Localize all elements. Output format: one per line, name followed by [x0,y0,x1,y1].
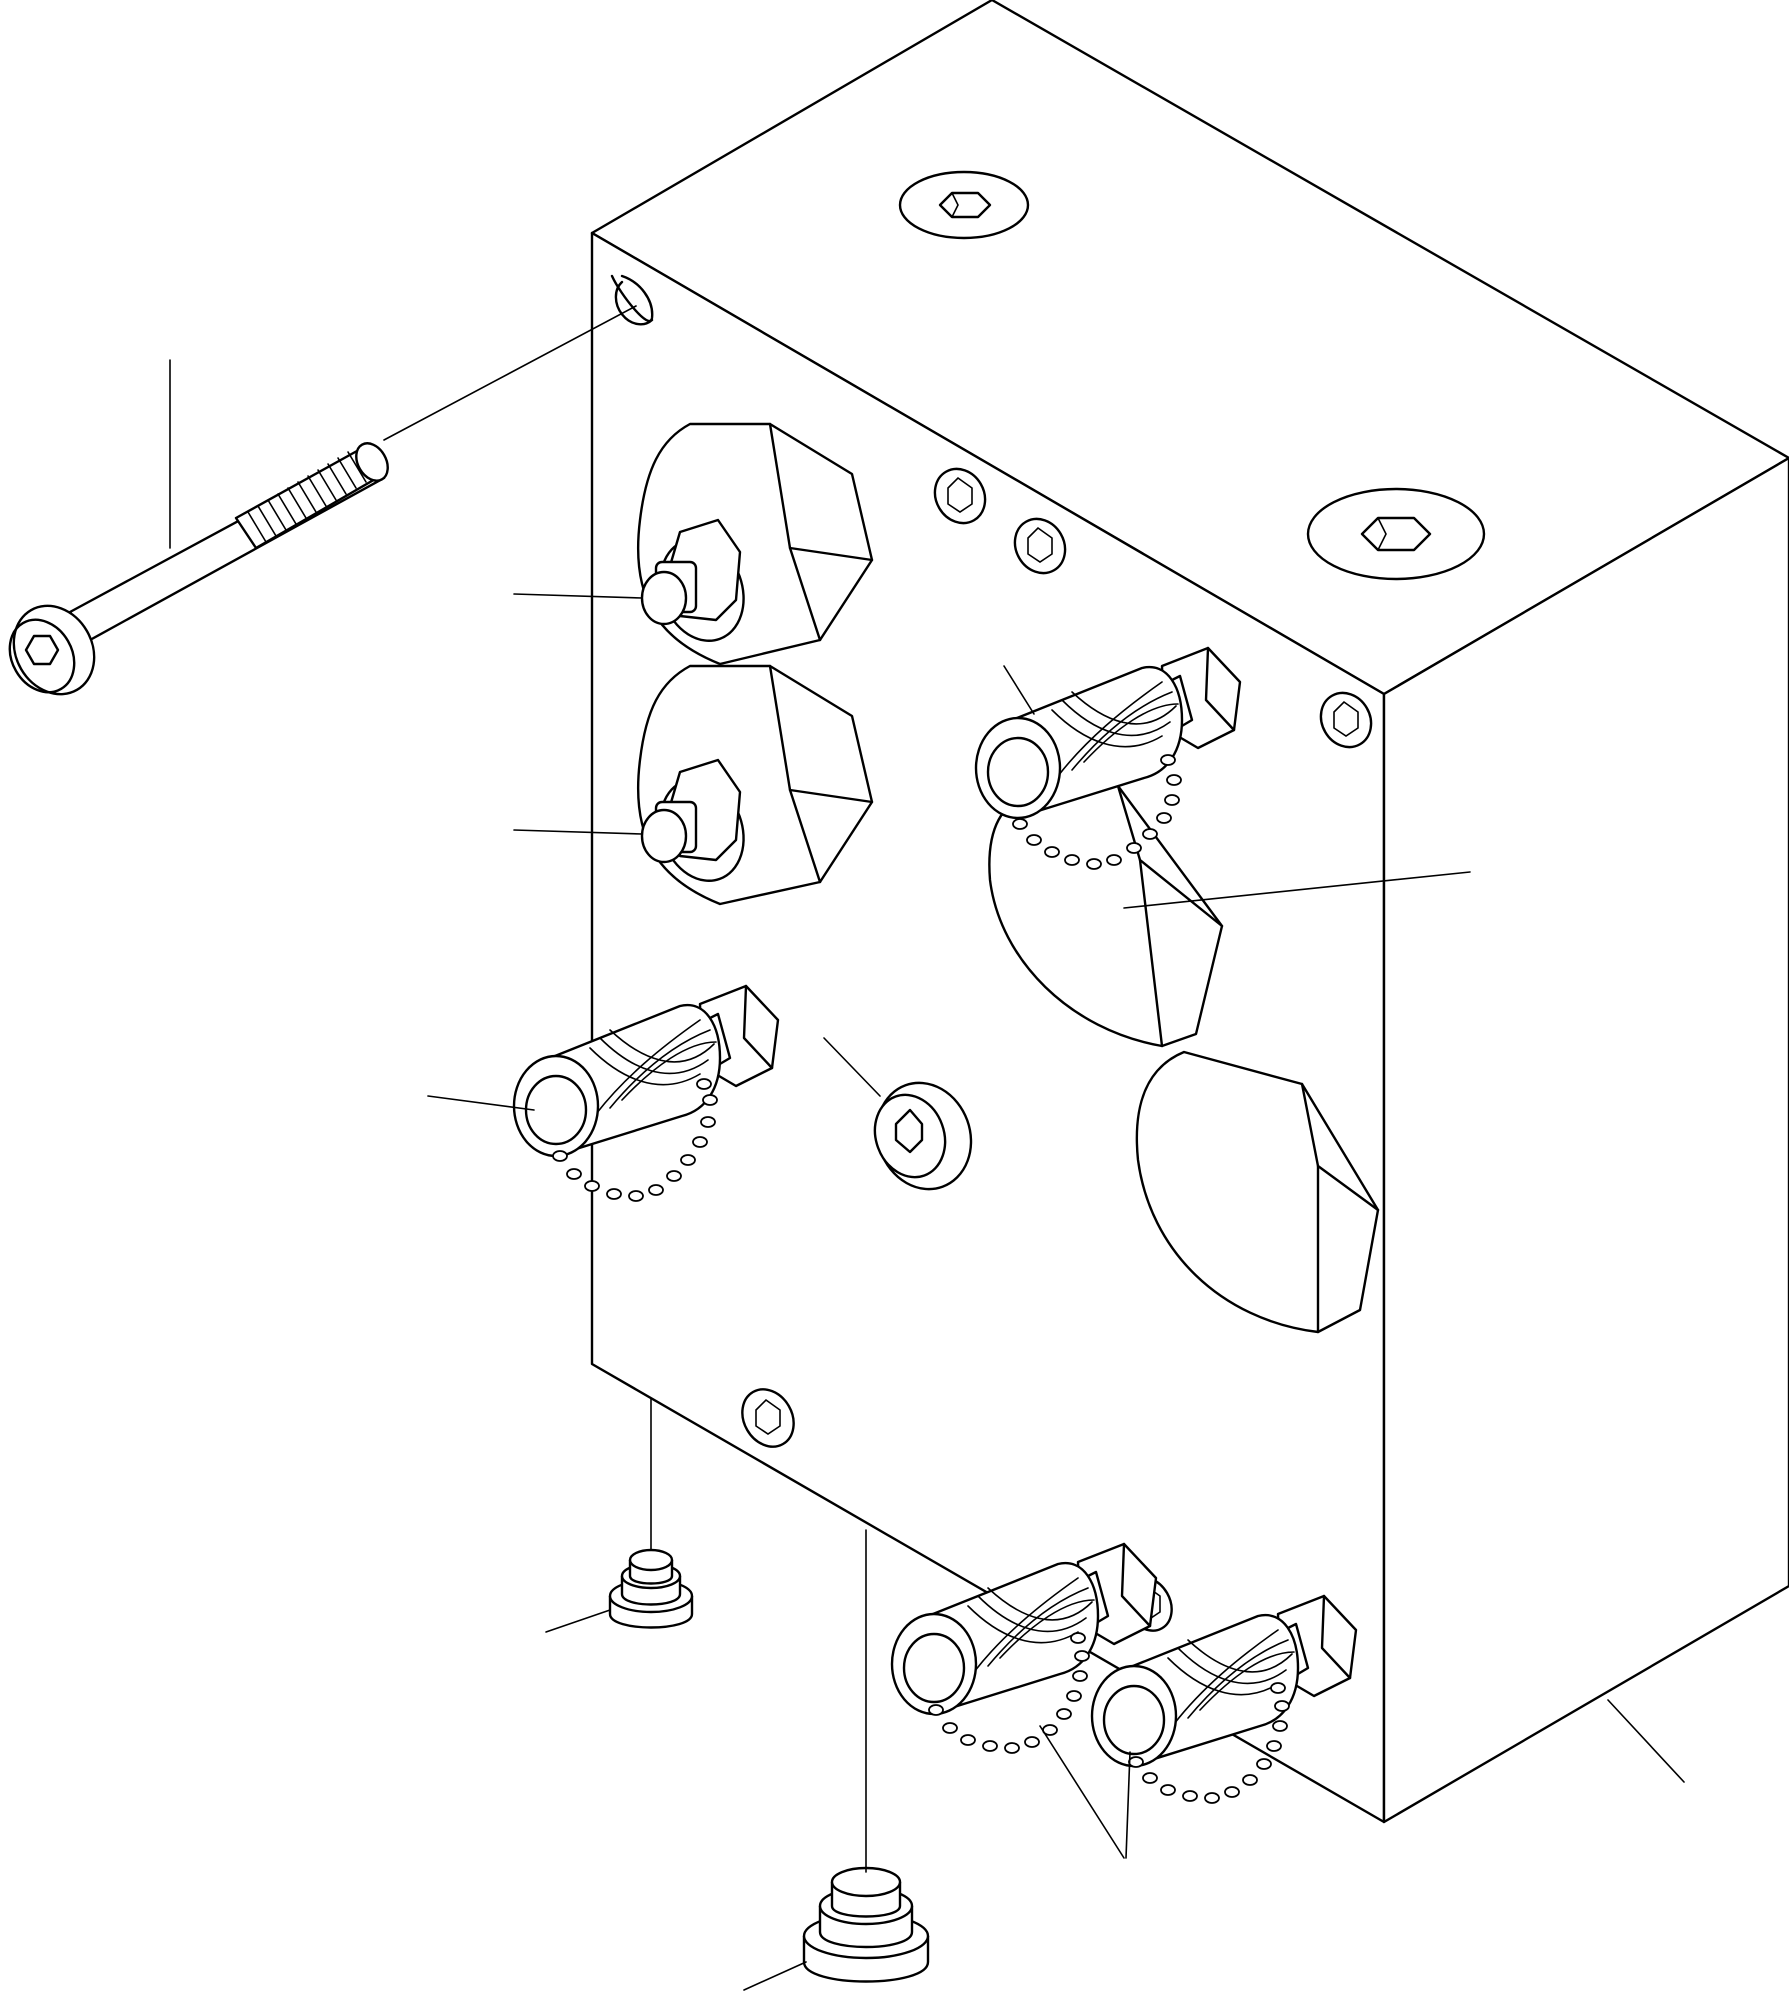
socket-hole-mid-2 [1013,517,1067,575]
socket-hole-right [1319,691,1373,749]
block-side-face [1382,456,1789,1824]
mounting-bolt [8,305,637,696]
upper-fitting [636,422,874,666]
o-ring-plug-small [608,1548,694,1629]
leader-lower-fitting [513,829,643,835]
socket-hole-mid-1 [933,467,987,525]
top-socket-plug-1 [898,170,1030,240]
leader-o-ring-large [743,1961,807,1991]
o-ring-plug-large [802,1866,930,1983]
leader-upper-coupler [1003,665,1035,715]
hex-plug-lower [1135,1050,1380,1334]
socket-hole-bottom [741,1388,795,1448]
leader-middle-coupler [427,1095,535,1111]
leader-o-ring-small [545,1609,611,1633]
leader-block [1607,1699,1685,1783]
leader-center-plug [823,1037,881,1097]
leader-bottom-couplers-a [1039,1725,1125,1859]
bolt-head [8,604,96,696]
socket-hole-top-left [610,274,654,326]
bolt-threads [247,451,367,543]
center-plug [873,1081,973,1191]
top-socket-plug-2 [1306,487,1486,581]
leader-hex-plug-upper [1123,871,1471,909]
leader-upper-fitting [513,593,643,599]
leader-lines [169,359,1685,1991]
leader-bottom-couplers-b [1125,1751,1131,1859]
lower-fitting [636,664,874,906]
